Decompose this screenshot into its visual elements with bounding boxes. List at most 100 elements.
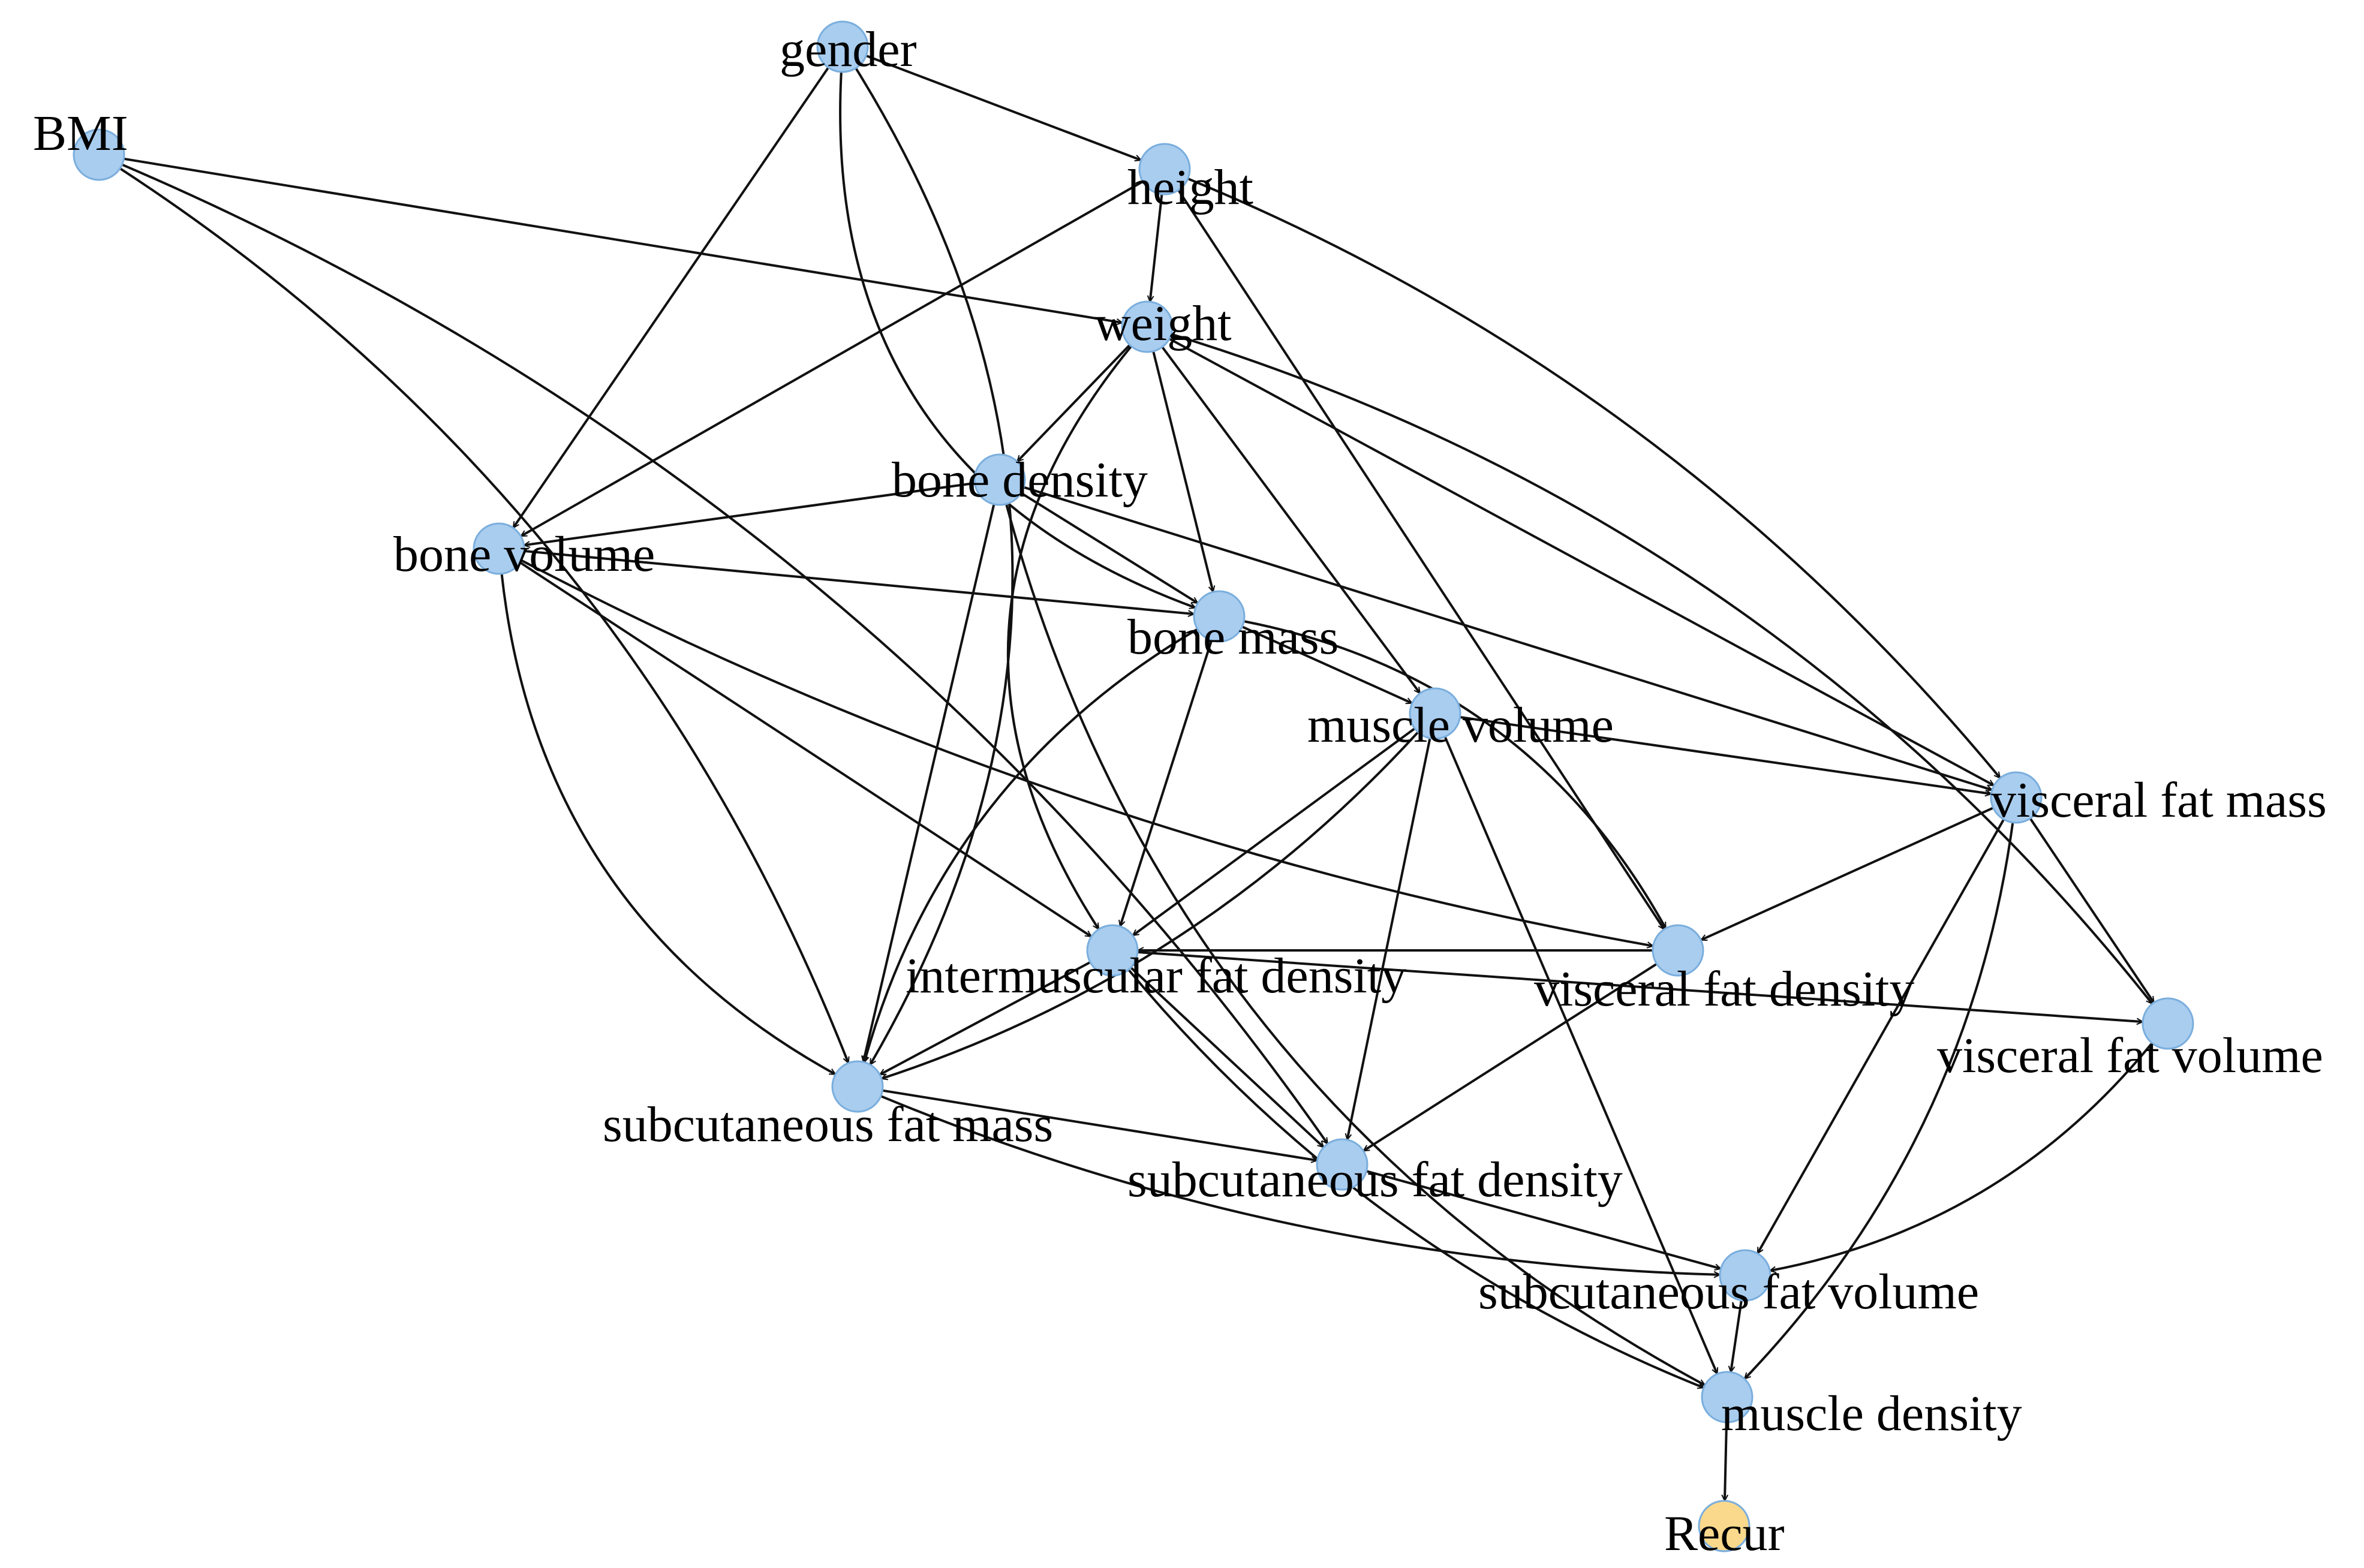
node-bmi: BMI [33,106,128,181]
edge-bone-mass-to-muscle-volume [1241,625,1412,705]
node-bone-density: bone density [892,452,1148,508]
edge-bmi-to-weight [124,157,1122,323]
node-bone-volume-label: bone volume [393,526,655,582]
edge-bone-density-to-subcutaneous-fat-mass [864,504,995,1062]
node-weight-label: weight [1094,296,1232,351]
edge-gender-to-bone-mass [839,71,1195,608]
edge-bone-volume-to-visceral-fat-density [521,559,1653,946]
node-intermuscular-fat-density-label: intermuscular fat density [906,948,1406,1004]
node-intermuscular-fat-density-circle [1086,924,1139,977]
edge-weight-to-muscle-volume [1161,346,1421,694]
node-subcutaneous-fat-volume-label: subcutaneous fat volume [1478,1264,1979,1320]
node-intermuscular-fat-density: intermuscular fat density [906,924,1406,1004]
node-visceral-fat-density: visceral fat density [1534,924,1914,1017]
edge-bone-density-to-visceral-fat-mass [1023,486,1992,790]
node-subcutaneous-fat-density: subcutaneous fat density [1127,1138,1623,1208]
node-muscle-density: muscle density [1701,1371,2022,1441]
node-bone-mass-label: bone mass [1127,609,1339,665]
edge-weight-to-intermuscular-fat-density [1006,345,1132,929]
edge-weight-to-bone-density [1017,344,1131,462]
node-gender-circle [816,20,869,73]
edge-bmi-to-subcutaneous-fat-mass [119,167,848,1063]
edge-visceral-fat-density-to-subcutaneous-fat-density [1363,962,1658,1152]
node-bone-volume-circle [473,522,525,575]
node-visceral-fat-density-circle [1652,924,1704,977]
node-height-circle [1138,143,1191,195]
node-recur-circle [1698,1500,1751,1552]
edge-bone-density-to-muscle-density [1005,504,1705,1386]
edge-visceral-fat-mass-to-visceral-fat-volume [2029,817,2155,1003]
node-visceral-fat-volume-circle [2142,997,2194,1050]
node-recur: Recur [1664,1500,1785,1561]
edge-subcutaneous-fat-density-to-subcutaneous-fat-volume [1366,1170,1721,1269]
edge-visceral-fat-mass-to-subcutaneous-fat-volume [1756,818,2005,1254]
edge-gender-to-subcutaneous-fat-mass [855,67,1014,1065]
node-subcutaneous-fat-volume: subcutaneous fat volume [1478,1249,1979,1320]
node-bone-mass: bone mass [1127,590,1339,665]
edge-muscle-volume-to-visceral-fat-mass [1460,716,1992,794]
node-visceral-fat-density-label: visceral fat density [1534,961,1914,1017]
edge-muscle-volume-to-intermuscular-fat-density [1133,727,1416,937]
edge-muscle-volume-to-muscle-density [1443,736,1719,1374]
node-gender: gender [780,20,917,77]
node-subcutaneous-fat-mass-label: subcutaneous fat mass [603,1097,1053,1152]
node-bone-volume: bone volume [393,522,655,582]
edge-bone-volume-to-subcutaneous-fat-mass [500,573,836,1076]
edge-intermuscular-fat-density-to-subcutaneous-fat-mass [880,961,1091,1076]
edge-layer [119,55,2155,1501]
edge-bone-volume-to-intermuscular-fat-density [519,561,1091,938]
edge-visceral-fat-mass-to-visceral-fat-density [1701,806,1994,941]
edge-visceral-fat-mass-to-muscle-density [1745,822,2014,1379]
node-subcutaneous-fat-density-label: subcutaneous fat density [1127,1152,1623,1208]
node-muscle-density-label: muscle density [1721,1386,2022,1441]
edge-bone-density-to-bone-mass [1020,492,1198,604]
node-bmi-label: BMI [33,106,128,161]
node-weight: weight [1094,296,1232,353]
node-visceral-fat-mass: visceral fat mass [1990,771,2327,828]
edge-weight-to-visceral-fat-mass [1168,338,1994,787]
edge-muscle-volume-to-subcutaneous-fat-mass [882,731,1419,1079]
edge-bone-mass-to-intermuscular-fat-density [1120,640,1213,926]
edge-height-to-visceral-fat-density [1177,189,1665,929]
node-bmi-circle [73,128,125,181]
node-gender-label: gender [780,22,917,77]
node-subcutaneous-fat-volume-circle [1719,1249,1772,1302]
edge-subcutaneous-fat-mass-to-subcutaneous-fat-density [882,1089,1317,1161]
node-subcutaneous-fat-mass: subcutaneous fat mass [603,1060,1053,1152]
edge-gender-to-bone-volume [512,67,829,528]
node-muscle-volume: muscle volume [1307,687,1614,753]
edge-gender-to-height [865,55,1141,160]
node-subcutaneous-fat-mass-circle [831,1060,884,1113]
node-subcutaneous-fat-density-circle [1316,1138,1369,1191]
node-muscle-volume-label: muscle volume [1307,697,1614,753]
edge-muscle-density-to-recur [1725,1422,1727,1501]
edge-height-to-weight [1150,194,1163,302]
edge-intermuscular-fat-density-to-visceral-fat-volume [1137,950,2143,1022]
edge-weight-to-visceral-fat-volume [1171,333,2154,1004]
edge-subcutaneous-fat-volume-to-muscle-density [1731,1300,1743,1373]
edge-visceral-fat-volume-to-subcutaneous-fat-volume [1770,1042,2154,1271]
node-visceral-fat-volume: visceral fat volume [1937,997,2323,1084]
node-weight-circle [1121,300,1174,353]
node-height-label: height [1127,159,1253,215]
edge-intermuscular-fat-density-to-muscle-density [1127,968,1704,1388]
edge-subcutaneous-fat-mass-to-subcutaneous-fat-volume [880,1095,1720,1275]
node-bone-mass-circle [1193,590,1246,643]
edge-height-to-bone-volume [521,180,1144,537]
edge-bone-volume-to-bone-mass [524,549,1194,614]
node-muscle-volume-circle [1409,687,1461,740]
node-bone-density-circle [973,453,1026,506]
edge-muscle-volume-to-subcutaneous-fat-density [1347,738,1431,1140]
node-height: height [1127,143,1253,215]
edge-bone-mass-to-subcutaneous-fat-mass [864,628,1198,1062]
node-visceral-fat-mass-label: visceral fat mass [1991,772,2327,828]
edge-height-to-visceral-fat-mass [1187,177,2001,778]
node-visceral-fat-volume-label: visceral fat volume [1937,1028,2323,1084]
edge-bmi-to-subcutaneous-fat-density [121,163,1329,1144]
edge-bone-mass-to-visceral-fat-density [1243,620,1667,928]
node-recur-label: Recur [1664,1506,1785,1561]
edge-weight-to-bone-mass [1152,351,1213,592]
edge-bone-density-to-bone-volume [524,481,975,546]
